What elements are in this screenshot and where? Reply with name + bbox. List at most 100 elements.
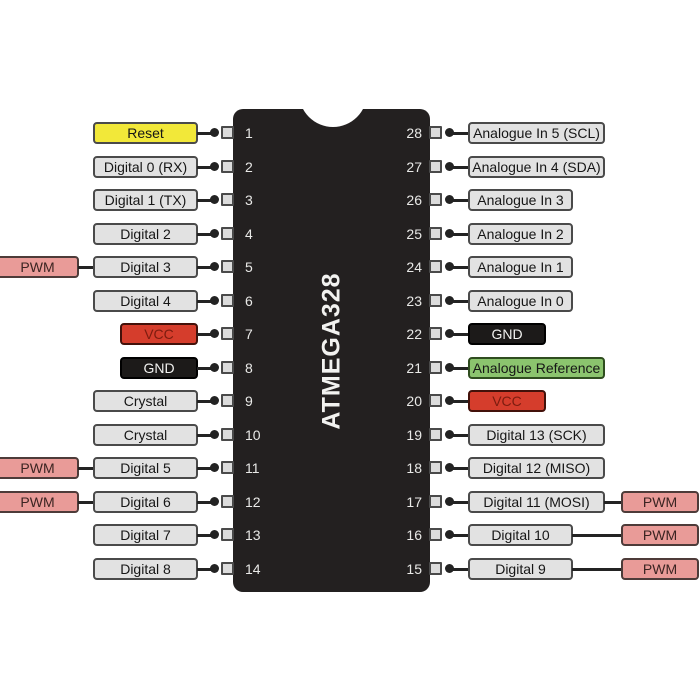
pwm-connector-line	[572, 534, 622, 537]
pin-stub	[429, 394, 442, 407]
pin-label-box: Analogue In 0	[468, 290, 573, 312]
pin-number: 26	[406, 192, 422, 208]
connector-dot	[210, 229, 219, 238]
pin-label-box: VCC	[468, 390, 546, 412]
pin-number: 5	[245, 259, 253, 275]
pin-number: 8	[245, 360, 253, 376]
pin-stub	[429, 461, 442, 474]
pin-label-box: Digital 8	[93, 558, 198, 580]
pin-stub	[221, 428, 234, 441]
connector-dot	[210, 296, 219, 305]
pin-stub	[221, 562, 234, 575]
pin-number: 11	[245, 460, 260, 476]
pin-number: 1	[245, 125, 253, 141]
pin-stub	[221, 361, 234, 374]
pin-label-box: Digital 13 (SCK)	[468, 424, 605, 446]
connector-dot	[210, 463, 219, 472]
pin-label-box: Digital 0 (RX)	[93, 156, 198, 178]
connector-dot	[210, 128, 219, 137]
connector-line	[452, 132, 469, 135]
pin-label-box: Crystal	[93, 390, 198, 412]
pin-stub	[221, 160, 234, 173]
pin-stub	[221, 126, 234, 139]
pin-label-box: Digital 3	[93, 256, 198, 278]
pin-stub	[221, 394, 234, 407]
pin-label-box: GND	[468, 323, 546, 345]
connector-line	[452, 568, 469, 571]
chip-orientation-notch	[299, 59, 367, 127]
connector-line	[197, 166, 214, 169]
pin-stub	[429, 428, 442, 441]
connector-line	[197, 233, 214, 236]
pin-label-box: Analogue Reference	[468, 357, 605, 379]
connector-dot	[210, 262, 219, 271]
pin-label-box: Analogue In 1	[468, 256, 573, 278]
pin-row-19: 19 Digital 13 (SCK)	[0, 424, 700, 446]
connector-dot	[210, 329, 219, 338]
connector-line	[452, 534, 469, 537]
pin-stub	[221, 528, 234, 541]
pwm-badge: PWM	[0, 256, 79, 278]
pin-number: 7	[245, 326, 253, 342]
connector-dot	[210, 195, 219, 204]
connector-dot	[445, 162, 454, 171]
pin-number: 23	[406, 293, 422, 309]
connector-line	[197, 434, 214, 437]
pin-label-box: VCC	[120, 323, 198, 345]
pin-label-box: Analogue In 2	[468, 223, 573, 245]
pin-stub	[429, 294, 442, 307]
pin-row-5: PWM Digital 3 5	[0, 256, 700, 278]
connector-line	[452, 233, 469, 236]
pin-stub	[221, 193, 234, 206]
pin-number: 21	[406, 360, 422, 376]
pin-stub	[429, 361, 442, 374]
connector-line	[452, 434, 469, 437]
connector-dot	[210, 162, 219, 171]
pin-stub	[429, 327, 442, 340]
connector-line	[197, 568, 214, 571]
pin-number: 13	[245, 527, 261, 543]
pin-number: 4	[245, 226, 253, 242]
pin-stub	[221, 495, 234, 508]
pwm-badge: PWM	[621, 491, 699, 513]
pin-label-box: Analogue In 4 (SDA)	[468, 156, 605, 178]
connector-line	[197, 400, 214, 403]
pin-label-box: Digital 5	[93, 457, 198, 479]
connector-line	[197, 333, 214, 336]
connector-dot	[445, 430, 454, 439]
connector-dot	[445, 329, 454, 338]
ic-chip-body: ATMEGA328	[233, 59, 430, 592]
connector-line	[452, 367, 469, 370]
pin-number: 18	[406, 460, 422, 476]
pwm-connector-line	[572, 568, 622, 571]
connector-dot	[445, 262, 454, 271]
pin-number: 19	[406, 427, 422, 443]
pin-row-7: VCC 7	[0, 323, 700, 345]
connector-dot	[445, 296, 454, 305]
connector-dot	[445, 363, 454, 372]
pin-stub	[429, 562, 442, 575]
pin-stub	[429, 495, 442, 508]
connector-dot	[445, 564, 454, 573]
connector-line	[197, 534, 214, 537]
connector-dot	[210, 363, 219, 372]
pin-row-21: 21 Analogue Reference	[0, 357, 700, 379]
pin-label-box: Reset	[93, 122, 198, 144]
pin-stub	[429, 160, 442, 173]
pwm-connector-line	[78, 467, 94, 470]
pwm-connector-line	[78, 266, 94, 269]
pin-label-box: Crystal	[93, 424, 198, 446]
connector-dot	[210, 564, 219, 573]
connector-line	[197, 467, 214, 470]
connector-line	[452, 300, 469, 303]
